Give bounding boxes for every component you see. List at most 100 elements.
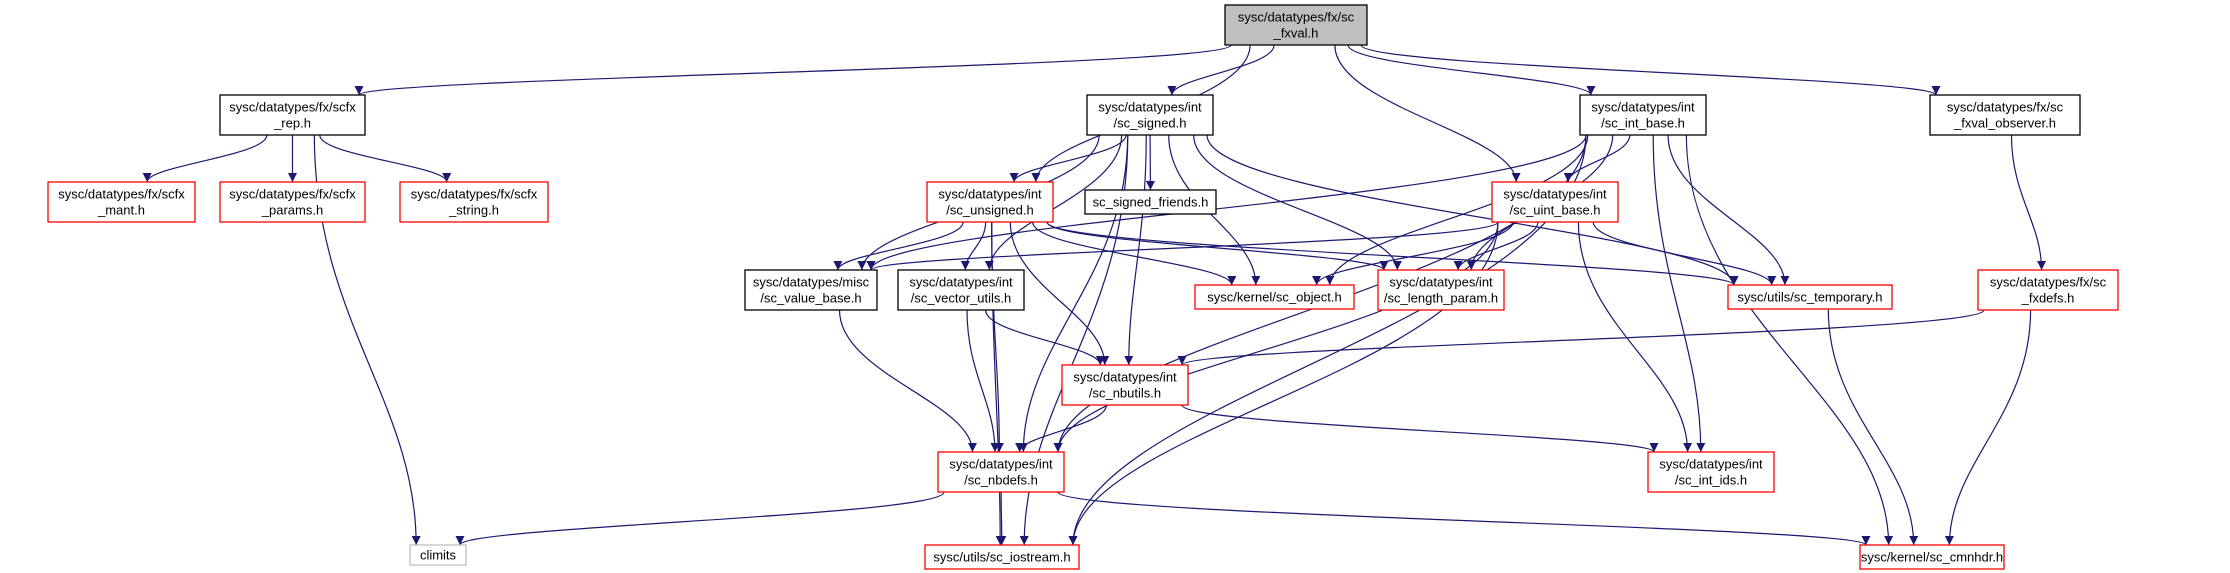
edge-sc-uint-base-to-sc-value-base [866, 221, 1499, 271]
node-label-line: _fxval_observer.h [1953, 116, 2056, 131]
node-label-line: _string.h [448, 203, 499, 218]
node-box [1061, 364, 1189, 406]
node-label-line: sysc/datatypes/int [1591, 100, 1695, 115]
edge-sc-nbutils-to-sc-nbdefs [1015, 404, 1107, 453]
edge-sc-fxval-observer-to-sc-fxdefs [2010, 134, 2047, 271]
node-sc-length-param[interactable]: sysc/datatypes/int/sc_length_param.h [1377, 269, 1505, 311]
node-label-line: /sc_nbdefs.h [964, 473, 1038, 488]
edge-sc-nbdefs-to-climits [455, 491, 945, 546]
node-sc-temporary[interactable]: sysc/utils/sc_temporary.h [1727, 284, 1893, 310]
node-scfx-string[interactable]: sysc/datatypes/fx/scfx_string.h [399, 181, 549, 223]
node-sc-iostream[interactable]: sysc/utils/sc_iostream.h [924, 544, 1080, 570]
node-box [1647, 451, 1775, 493]
node-label-line: /sc_int_base.h [1601, 116, 1685, 131]
node-sc-fxdefs[interactable]: sysc/datatypes/fx/sc_fxdefs.h [1977, 269, 2119, 311]
node-label-line: sysc/utils/sc_iostream.h [933, 550, 1070, 565]
node-box [1929, 94, 2081, 136]
edge-sc-signed-to-sc-object [1168, 134, 1261, 286]
node-sc-signed[interactable]: sysc/datatypes/int/sc_signed.h [1086, 94, 1214, 136]
node-box [924, 544, 1080, 570]
edge-sc-signed-to-sc-vector-utils [984, 134, 1123, 271]
node-sc-int-ids[interactable]: sysc/datatypes/int/sc_int_ids.h [1647, 451, 1775, 493]
node-sc-nbutils[interactable]: sysc/datatypes/int/sc_nbutils.h [1061, 364, 1189, 406]
node-scfx-params[interactable]: sysc/datatypes/fx/scfx_params.h [219, 181, 366, 223]
node-scfx-mant[interactable]: sysc/datatypes/fx/scfx_mant.h [47, 181, 196, 223]
node-label-line: /sc_vector_utils.h [911, 291, 1011, 306]
node-sc-vector-utils[interactable]: sysc/datatypes/int/sc_vector_utils.h [897, 269, 1025, 311]
node-label-line: sysc/kernel/sc_cmnhdr.h [1861, 550, 2003, 565]
edge-sc-fxdefs-to-sc-cmnhdr [1944, 309, 2032, 546]
edge-sc-signed-to-sc-unsigned [1009, 134, 1127, 183]
edge-sc-nbdefs-to-sc-cmnhdr [1057, 491, 1871, 546]
edge-sc-int-base-to-sc-temporary [1667, 134, 1790, 286]
node-label-line: sysc/datatypes/int [949, 457, 1053, 472]
edge-sc-fxdefs-to-sc-nbutils [1177, 309, 1985, 366]
node-box [1727, 284, 1893, 310]
node-label-line: /sc_signed.h [1114, 116, 1187, 131]
edge-sc-signed-to-sc-temporary [1206, 134, 1739, 286]
node-label-line: _mant.h [97, 203, 145, 218]
edge-sc-signed-to-sc-nbdefs [1018, 134, 1129, 453]
node-sc-cmnhdr[interactable]: sysc/kernel/sc_cmnhdr.h [1859, 544, 2005, 570]
edge-root-to-sc-fxval-observer [1360, 44, 1941, 96]
edge-root-to-sc-int-base [1347, 44, 1596, 96]
node-label-line: sysc/datatypes/int [938, 187, 1042, 202]
edge-sc-int-base-to-sc-int-ids [1652, 134, 1706, 453]
node-sc-value-base[interactable]: sysc/datatypes/misc/sc_value_base.h [744, 269, 878, 311]
node-label-line: /sc_nbutils.h [1089, 386, 1161, 401]
node-label-line: _params.h [261, 203, 323, 218]
node-label-line: _rep.h [273, 116, 311, 131]
edge-sc-unsigned-to-sc-object [1032, 221, 1237, 286]
edge-sc-nbutils-to-sc-int-ids [1181, 404, 1659, 453]
edge-sc-signed-to-sc-length-param [1193, 134, 1402, 271]
node-box [1194, 284, 1355, 310]
node-label-line: _fxdefs.h [2021, 291, 2075, 306]
node-label-line: sysc/datatypes/int [1073, 370, 1177, 385]
node-scfx-rep[interactable]: sysc/datatypes/fx/scfx_rep.h [219, 94, 366, 136]
nodes-layer: sysc/datatypes/fx/sc_fxval.hsysc/datatyp… [47, 4, 2119, 570]
edge-sc-signed-to-sc-nbutils [1124, 134, 1147, 366]
edge-sc-unsigned-to-sc-value-base [833, 221, 964, 271]
edge-sc-uint-base-to-sc-int-ids [1577, 221, 1693, 453]
node-box [1377, 269, 1505, 311]
edge-sc-unsigned-to-sc-temporary [1046, 221, 1739, 286]
node-box [897, 269, 1025, 311]
node-sc-object[interactable]: sysc/kernel/sc_object.h [1194, 284, 1355, 310]
node-box [937, 451, 1065, 493]
node-label-line: sysc/kernel/sc_object.h [1207, 290, 1341, 305]
node-sc-signed-friends[interactable]: sc_signed_friends.h [1084, 189, 1217, 215]
node-sc-nbdefs[interactable]: sysc/datatypes/int/sc_nbdefs.h [937, 451, 1065, 493]
node-sc-uint-base[interactable]: sysc/datatypes/int/sc_uint_base.h [1491, 181, 1619, 223]
node-label-line: /sc_uint_base.h [1509, 203, 1600, 218]
edge-sc-int-base-to-sc-object [1325, 134, 1589, 286]
edge-sc-int-base-to-sc-cmnhdr [1685, 134, 1894, 546]
node-box [1084, 189, 1217, 215]
node-label-line: sysc/datatypes/fx/sc [1947, 100, 2064, 115]
node-sc-unsigned[interactable]: sysc/datatypes/int/sc_unsigned.h [926, 181, 1054, 223]
node-label-line: sysc/datatypes/fx/scfx [229, 187, 356, 202]
edge-sc-int-base-to-sc-value-base [866, 134, 1587, 271]
node-label-line: climits [420, 548, 457, 563]
node-sc-fxval-observer[interactable]: sysc/datatypes/fx/sc_fxval_observer.h [1929, 94, 2081, 136]
node-label-line: sysc/datatypes/fx/scfx [229, 100, 356, 115]
node-label-line: /sc_int_ids.h [1675, 473, 1747, 488]
node-climits[interactable]: climits [409, 544, 467, 566]
node-root[interactable]: sysc/datatypes/fx/sc_fxval.h [1224, 4, 1368, 46]
node-label-line: sysc/utils/sc_temporary.h [1738, 290, 1883, 305]
edge-root-to-sc-uint-base [1334, 44, 1521, 183]
node-box [409, 544, 467, 566]
node-label-line: sysc/datatypes/fx/sc [1238, 10, 1355, 25]
node-sc-int-base[interactable]: sysc/datatypes/int/sc_int_base.h [1579, 94, 1707, 136]
node-box [219, 94, 366, 136]
edge-sc-uint-base-to-sc-nbdefs [1053, 221, 1499, 453]
node-box [1579, 94, 1707, 136]
node-label-line: sysc/datatypes/int [1503, 187, 1607, 202]
node-label-line: sc_signed_friends.h [1093, 195, 1209, 210]
node-label-line: sysc/datatypes/fx/sc [1990, 275, 2107, 290]
node-box [1977, 269, 2119, 311]
node-label-line: sysc/datatypes/int [909, 275, 1013, 290]
node-box [1491, 181, 1619, 223]
node-label-line: sysc/datatypes/misc [753, 275, 870, 290]
node-label-line: sysc/datatypes/fx/scfx [411, 187, 538, 202]
edge-sc-uint-base-to-sc-temporary [1592, 221, 1777, 286]
